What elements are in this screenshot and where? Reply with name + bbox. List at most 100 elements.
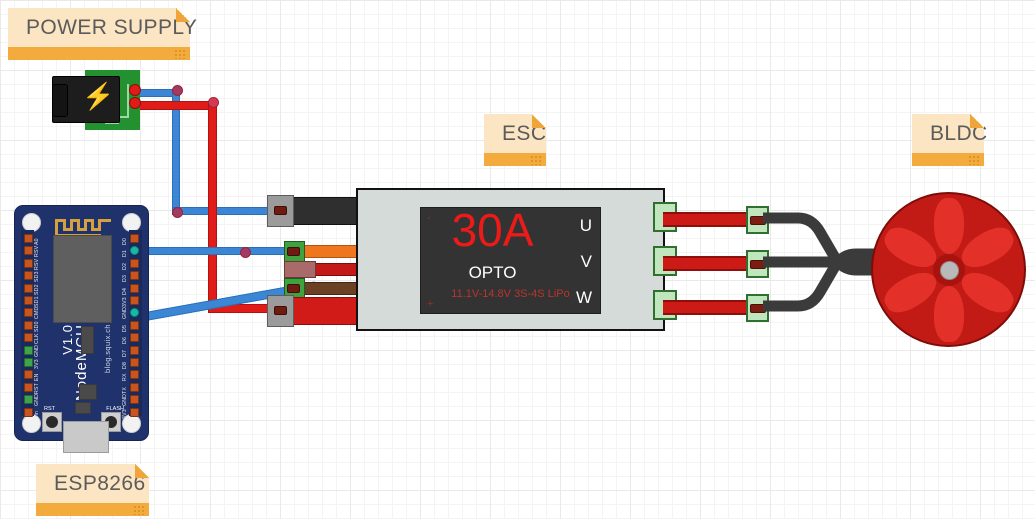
wire-ground-vertical	[172, 89, 180, 215]
power-jack-pin-positive[interactable]	[129, 97, 141, 109]
pin-pad-3v3-l[interactable]	[24, 358, 33, 367]
label-esp8266[interactable]: ESP8266	[36, 464, 149, 516]
wire-signal-d1	[140, 247, 305, 255]
phase-wire-w	[663, 300, 759, 315]
phase-wire-v	[663, 256, 759, 271]
pin-pad-3v3-r[interactable]	[130, 296, 139, 305]
pin-pad-vin-l[interactable]	[24, 407, 33, 417]
esp-module-shield	[53, 235, 112, 323]
pin-pad-en-l[interactable]	[24, 370, 33, 380]
pin-pad-d8-r[interactable]	[130, 358, 139, 367]
pin-pad-rx-r[interactable]	[130, 370, 139, 380]
esc-lead-power-red	[267, 295, 361, 327]
esc-voltage-spec: 11.1V-14.8V 3S-4S LiPo	[451, 288, 570, 300]
label-esc[interactable]: ESC	[484, 114, 546, 166]
barrel-ring	[52, 84, 68, 117]
pin-pad-d5-r[interactable]	[130, 320, 139, 330]
lead-socket	[287, 247, 300, 256]
note-grip-dots-icon	[968, 155, 980, 165]
board-url-text: blog.squix.ch	[103, 324, 112, 373]
pin-pad-a0-l[interactable]	[24, 234, 33, 243]
pin-label-3v3-r: 3V3	[121, 408, 128, 419]
pin-pad-rsv-l[interactable]	[24, 246, 33, 256]
note-fold-corner-icon	[135, 464, 149, 478]
smd-component	[75, 402, 91, 414]
motor-vane	[933, 285, 964, 342]
esc-label-plate: 30A OPTO 11.1V-14.8V 3S-4S LiPo - + U V …	[420, 204, 601, 314]
note-grip-dots-icon	[174, 49, 186, 59]
esc-polarity-positive: +	[427, 298, 434, 310]
lead-socket	[287, 284, 300, 293]
pin-pad-gnd-l[interactable]	[24, 395, 33, 405]
esc-polarity-negative: -	[427, 212, 431, 224]
wire-node	[172, 207, 183, 218]
note-bar	[8, 47, 190, 60]
pin-pad-d4-r[interactable]	[130, 283, 139, 293]
pcb-antenna-icon	[55, 215, 111, 237]
note-bar	[912, 153, 984, 166]
pin-pad-sd3-l[interactable]	[24, 271, 33, 281]
wire-power-to-esc	[208, 304, 280, 313]
pin-pad-tx-r[interactable]	[130, 382, 139, 392]
note-fold-corner-icon	[970, 114, 984, 128]
label-power-supply[interactable]: POWER SUPPLY	[8, 8, 198, 60]
wire-node	[172, 85, 183, 96]
esc-current-rating: 30A	[451, 204, 534, 256]
usb-connector[interactable]	[63, 421, 109, 453]
pin-pad-d3-r[interactable]	[130, 271, 139, 281]
wire-ground-jack-top	[130, 89, 180, 97]
pin-pad-d7-r[interactable]	[130, 345, 139, 355]
pin-pad-d0-r[interactable]	[130, 234, 139, 243]
esc-30a-module[interactable]: 30A OPTO 11.1V-14.8V 3S-4S LiPo - + U V …	[356, 188, 677, 331]
wire-power-jack-top	[130, 101, 216, 110]
wire-node	[208, 97, 219, 108]
pin-pad-cmd-l[interactable]	[24, 308, 33, 318]
esc-lead-signal-ground	[267, 195, 361, 227]
reset-button-label: RST	[44, 406, 55, 412]
pin-pad-d1-r[interactable]	[130, 246, 139, 256]
motor-lead-u	[763, 212, 885, 276]
pin-pad-rst-l[interactable]	[24, 382, 33, 392]
label-bldc[interactable]: BLDC	[912, 114, 987, 166]
wire-node	[240, 247, 251, 258]
pin-label-vin-l: Vin	[34, 410, 40, 419]
reset-button[interactable]	[42, 412, 62, 432]
esc-type-text: OPTO	[468, 263, 517, 282]
pin-pad-d6-r[interactable]	[130, 333, 139, 343]
bldc-motor[interactable]	[871, 192, 1026, 347]
pin-pad-sd1-l[interactable]	[24, 296, 33, 305]
pin-pad-gnd-r[interactable]	[130, 308, 139, 318]
lightning-bolt-icon: ⚡	[82, 81, 115, 111]
power-jack-pin-negative[interactable]	[129, 84, 141, 96]
lead-connector-gray	[284, 261, 316, 278]
esc-phase-label-w: W	[575, 288, 592, 307]
motor-vane	[933, 197, 964, 254]
pin-pad-rsv-l[interactable]	[24, 258, 33, 268]
label-power-supply-text: POWER SUPPLY	[26, 16, 198, 39]
phase-wire-u	[663, 212, 759, 227]
flash-button-label: FLASH	[106, 406, 124, 412]
smd-component	[81, 326, 94, 354]
pin-pad-sd0-l[interactable]	[24, 320, 33, 330]
note-grip-dots-icon	[530, 155, 542, 165]
pin-pad-d2-r[interactable]	[130, 258, 139, 268]
power-supply-jack[interactable]: ⚡	[52, 70, 141, 130]
pin-pad-3v3-r[interactable]	[130, 407, 139, 417]
lead-socket	[274, 206, 287, 215]
note-bar	[36, 503, 149, 516]
pin-pad-clk-l[interactable]	[24, 333, 33, 343]
note-fold-corner-icon	[532, 114, 546, 128]
label-esp8266-text: ESP8266	[54, 472, 146, 495]
motor-shaft-hub	[940, 261, 959, 280]
esc-phase-label-v: V	[580, 252, 592, 271]
smd-component	[79, 384, 97, 400]
motor-lead-wires	[763, 212, 885, 312]
wire-ground-to-esc	[172, 207, 282, 215]
pin-pad-gnd-l[interactable]	[24, 345, 33, 355]
pin-pad-sd2-l[interactable]	[24, 283, 33, 293]
pin-pad-gnd-r[interactable]	[130, 395, 139, 405]
esc-lead-signal-orange	[284, 241, 358, 262]
note-grip-dots-icon	[133, 505, 145, 515]
